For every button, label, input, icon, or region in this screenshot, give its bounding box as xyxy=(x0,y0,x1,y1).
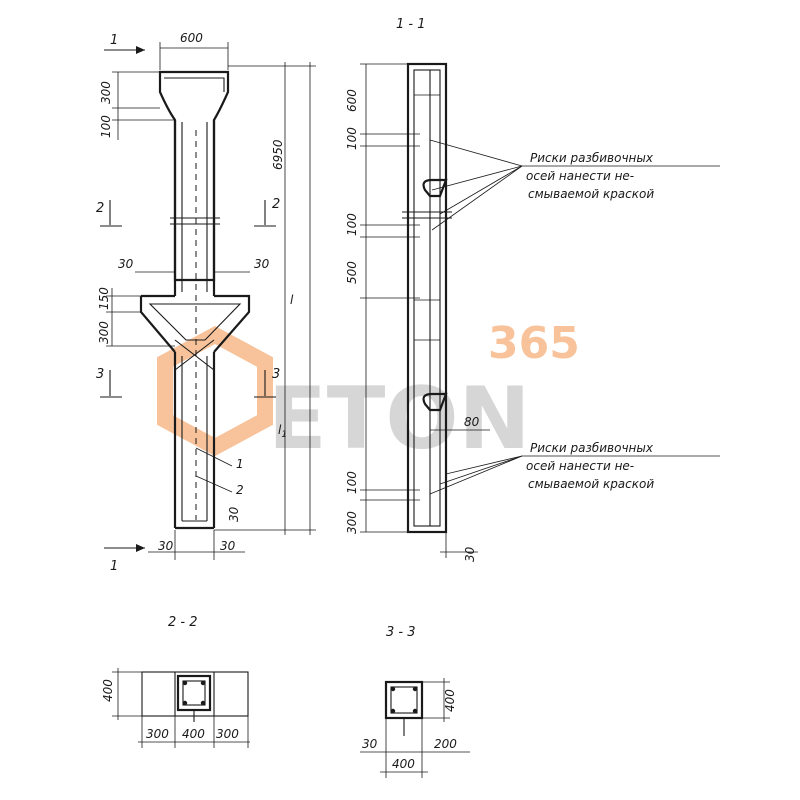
cut-3-right: 3 xyxy=(272,367,280,382)
dim-33-30: 30 xyxy=(362,737,378,751)
svg-text:осей нанести не-: осей нанести не- xyxy=(526,169,634,183)
section-2-2: 2 - 2 400 300 400 300 xyxy=(101,615,250,748)
svg-text:смываемой краской: смываемой краской xyxy=(528,477,654,491)
cut-1-bottom: 1 xyxy=(110,559,118,574)
dim-11-100-top: 100 xyxy=(345,127,359,150)
note-marking-top: Риски разбивочных осей нанести не- смыва… xyxy=(526,151,654,201)
section-3-3-title: 3 - 3 xyxy=(386,625,416,640)
cut-3-left: 3 xyxy=(96,367,104,382)
dim-11-100-bot: 100 xyxy=(345,471,359,494)
dim-11-80: 80 xyxy=(464,415,480,429)
watermark-number: 365 xyxy=(488,318,580,369)
callout-position-1: 1 xyxy=(236,457,244,471)
dim-bottom-right-30: 30 xyxy=(220,539,236,553)
dim-11-100-mid: 100 xyxy=(345,213,359,236)
dim-head-300: 300 xyxy=(99,81,113,104)
dim-22-left-300: 300 xyxy=(146,727,169,741)
note-marking-bottom: Риски разбивочных осей нанести не- смыва… xyxy=(526,441,654,491)
dim-22-400-height: 400 xyxy=(101,679,115,702)
cut-1-top: 1 xyxy=(110,33,118,48)
dim-33-400-height: 400 xyxy=(443,689,457,712)
dim-22-right-300: 300 xyxy=(216,727,239,741)
label-length-l1: l1 xyxy=(278,423,287,440)
svg-text:осей нанести не-: осей нанести не- xyxy=(526,459,634,473)
column-elevation: 600 300 100 6950 l l1 30 30 150 300 1 2 xyxy=(96,31,316,574)
dim-11-300: 300 xyxy=(345,511,359,534)
cut-2-right: 2 xyxy=(272,197,280,212)
section-2-2-title: 2 - 2 xyxy=(168,615,198,630)
dim-bracket-300: 300 xyxy=(97,321,111,344)
dim-11-500: 500 xyxy=(345,261,359,284)
dim-bottom-left-30: 30 xyxy=(158,539,174,553)
dim-head-100: 100 xyxy=(99,115,113,138)
dim-bracket-150: 150 xyxy=(97,287,111,310)
callout-position-2: 2 xyxy=(236,483,244,497)
dim-22-400-width: 400 xyxy=(182,727,205,741)
dim-bracket-left-30: 30 xyxy=(118,257,134,271)
dim-head-width: 600 xyxy=(180,31,203,45)
dim-33-200: 200 xyxy=(434,737,457,751)
dim-bottom-cover: 30 xyxy=(227,506,241,522)
label-length-l: l xyxy=(290,293,294,307)
dim-11-600: 600 xyxy=(345,89,359,112)
section-1-1: 1 - 1 600 100 100 500 100 300 80 xyxy=(345,17,720,562)
watermark-brand: ETON xyxy=(268,369,531,469)
svg-text:смываемой краской: смываемой краской xyxy=(528,187,654,201)
cut-2-left: 2 xyxy=(96,201,104,216)
section-1-1-title: 1 - 1 xyxy=(396,17,426,32)
svg-text:Риски разбивочных: Риски разбивочных xyxy=(530,441,654,455)
dim-11-30: 30 xyxy=(463,546,477,562)
svg-text:Риски разбивочных: Риски разбивочных xyxy=(530,151,654,165)
dim-total-height: 6950 xyxy=(271,139,285,170)
watermark: 365 ETON xyxy=(157,318,580,469)
dim-bracket-right-30: 30 xyxy=(254,257,270,271)
dim-33-400-width: 400 xyxy=(392,757,415,771)
section-3-3: 3 - 3 400 30 200 400 xyxy=(360,625,470,778)
